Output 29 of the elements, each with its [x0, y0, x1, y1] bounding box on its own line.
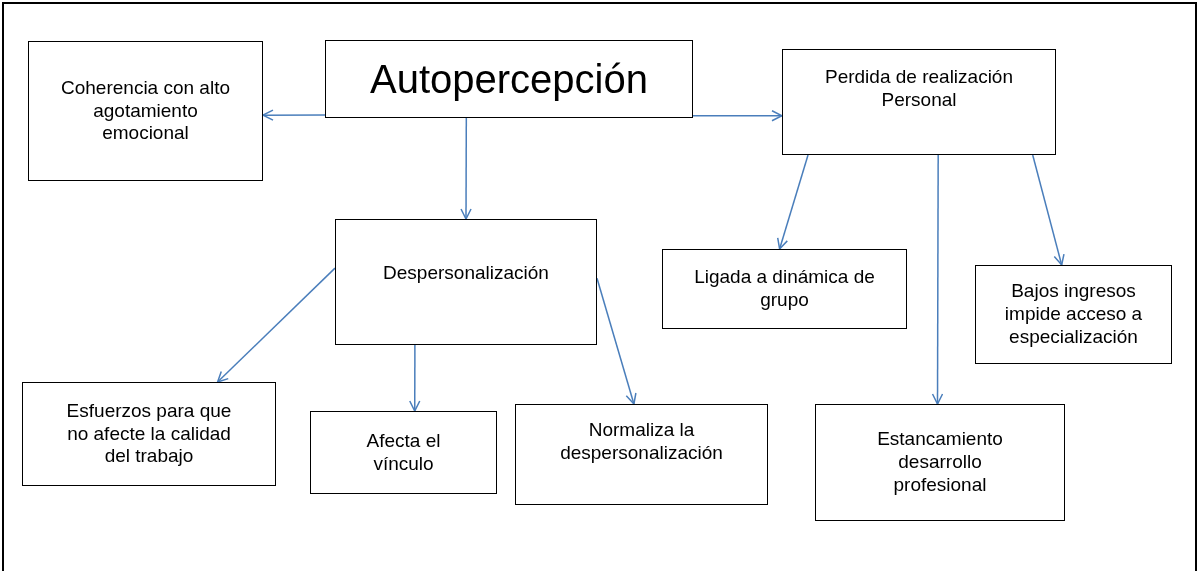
box-label: Afecta el vínculo	[365, 429, 442, 476]
arrow	[776, 154, 809, 250]
arrow	[216, 267, 336, 383]
arrow	[1031, 154, 1065, 266]
box-label: Normaliza la despersonalización	[559, 419, 724, 465]
arrow	[262, 109, 326, 121]
box-label: Perdida de realización Personal	[824, 66, 1014, 112]
process-box	[28, 41, 263, 181]
process-box	[662, 249, 907, 329]
arrow	[460, 117, 472, 220]
box-label: Estancamiento desarrollo profesional	[876, 428, 1004, 497]
process-box	[335, 219, 597, 345]
process-box	[975, 265, 1172, 364]
process-box	[310, 411, 497, 494]
arrow	[409, 344, 421, 412]
process-box	[325, 40, 693, 118]
process-box	[815, 404, 1065, 521]
arrow	[931, 154, 944, 405]
box-label: Bajos ingresos impide acceso a especialización	[1003, 280, 1144, 349]
box-label: Esfuerzos para que no afecte la calidad del trabajo	[65, 399, 233, 469]
box-label: Coherencia con alto agotamiento emocional	[60, 76, 231, 146]
box-label: Ligada a dinámica de grupo	[693, 266, 876, 312]
process-box	[22, 382, 276, 486]
arrow	[596, 277, 637, 405]
box-label: Autopercepción	[370, 56, 648, 103]
box-label: Despersonalización	[383, 262, 549, 285]
process-box	[782, 49, 1056, 155]
arrow	[692, 110, 783, 122]
process-box	[515, 404, 768, 505]
